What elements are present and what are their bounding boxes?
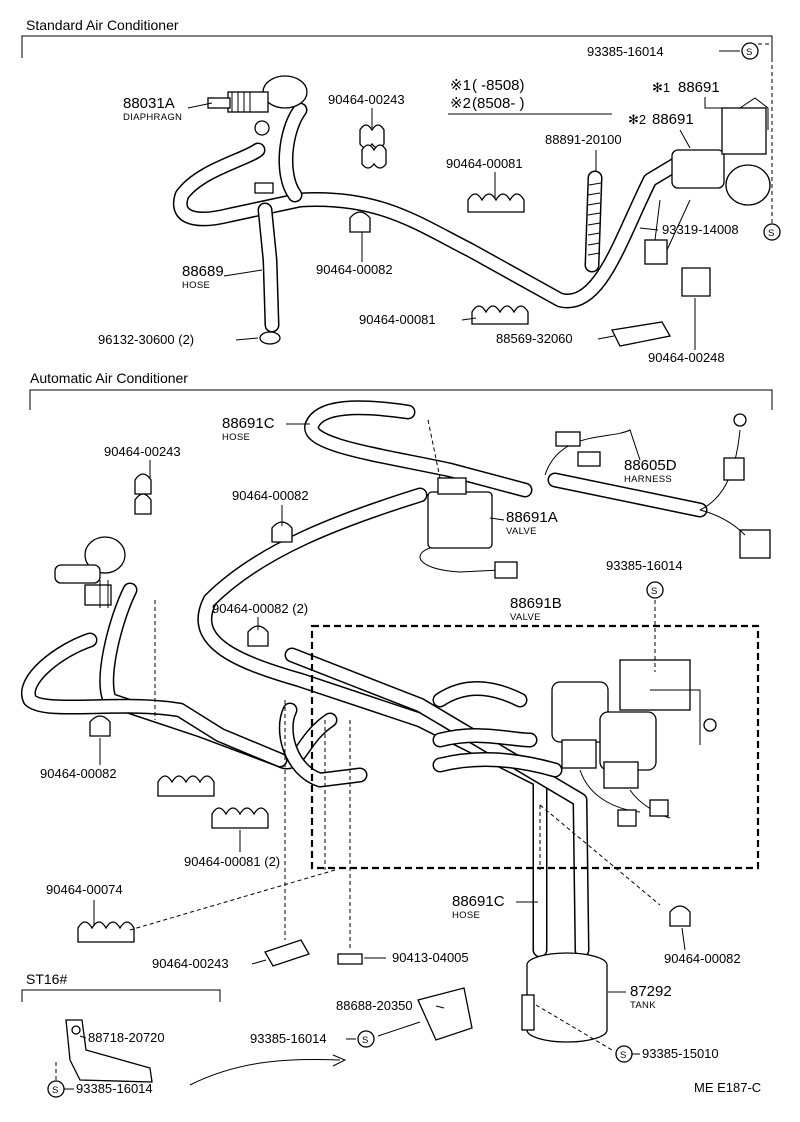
label-93319-14008: 93319-14008 xyxy=(662,222,739,237)
label-90464-00082-2: 90464-00082 (2) xyxy=(212,601,308,616)
label-93385-15010: 93385-15010 xyxy=(642,1046,719,1061)
label-96132-30600: 96132-30600 (2) xyxy=(98,332,194,347)
standard-valve-assembly xyxy=(644,97,771,265)
label-93385-16014-auto-b: 93385-16014 xyxy=(250,1031,327,1046)
label-88691-star2: 88691 xyxy=(652,111,694,128)
label-88031a: 88031A xyxy=(123,95,175,112)
s-mark-5-text: S xyxy=(620,1050,627,1061)
label-87292: 87292 xyxy=(630,983,672,1000)
s-mark-2 xyxy=(763,223,781,241)
label-90464-00081-std-a: 90464-00081 xyxy=(446,156,523,171)
label-88569-32060: 88569-32060 xyxy=(496,331,573,346)
label-90464-00082-auto-b: 90464-00082 xyxy=(40,766,117,781)
s-mark-1 xyxy=(741,42,759,60)
label-88605d-sub: HARNESS xyxy=(624,474,672,485)
note-2-mark: ※2 xyxy=(450,95,471,112)
figure-code: ME E187-C xyxy=(694,1080,761,1095)
label-88689-sub: HOSE xyxy=(182,280,210,291)
automatic-hoses xyxy=(21,400,747,958)
label-88691-star1: 88691 xyxy=(678,79,720,96)
label-88691a: 88691A xyxy=(506,509,558,526)
note-1-text: ( -8508) xyxy=(472,77,525,94)
label-88688-20350: 88688-20350 xyxy=(336,998,413,1013)
label-88718-20720: 88718-20720 xyxy=(88,1030,165,1045)
star-1: ✻1 xyxy=(652,80,670,95)
label-93385-16014-std: 93385-16014 xyxy=(587,44,664,59)
label-93385-16014-auto: 93385-16014 xyxy=(606,558,683,573)
label-88691c-bot: 88691C xyxy=(452,893,505,910)
label-90464-00081-2: 90464-00081 (2) xyxy=(184,854,280,869)
label-90464-00243-auto-b: 90464-00243 xyxy=(152,956,229,971)
label-90464-00243-std: 90464-00243 xyxy=(328,92,405,107)
s-mark-4 xyxy=(357,1030,375,1048)
label-90464-00082-auto-a: 90464-00082 xyxy=(232,488,309,503)
standard-section-title: Standard Air Conditioner xyxy=(26,17,179,33)
st16-section-title: ST16# xyxy=(26,971,67,987)
standard-hoses xyxy=(172,102,688,333)
automatic-labels: 88691C HOSE 90464-00243 88605D HARNESS 9… xyxy=(40,415,741,1063)
standard-labels: 93385-16014 S ※1 ( -8508) ※2 (8508- ) ✻1… xyxy=(98,42,781,365)
automatic-section-frame: Automatic Air Conditioner xyxy=(29,370,773,410)
star-2: ✻2 xyxy=(628,112,646,127)
label-90464-00081-std-b: 90464-00081 xyxy=(359,312,436,327)
note-1-mark: ※1 xyxy=(450,77,471,94)
label-88689: 88689 xyxy=(182,263,224,280)
s-mark-4-text: S xyxy=(362,1035,369,1046)
label-87292-sub: TANK xyxy=(630,1000,656,1011)
s-mark-6-text: S xyxy=(52,1085,59,1096)
label-90464-00243-auto: 90464-00243 xyxy=(104,444,181,459)
st16-labels: 88718-20720 S 93385-16014 xyxy=(47,1030,165,1098)
standard-clips xyxy=(254,124,711,347)
s-mark-2-text: S xyxy=(768,228,775,239)
label-90464-00082-std: 90464-00082 xyxy=(316,262,393,277)
label-88031a-sub: DIAPHRAGN xyxy=(123,112,182,123)
diaphragm-part xyxy=(207,75,308,136)
auto-harness-connectors xyxy=(555,431,771,559)
auto-diaphragm xyxy=(54,536,126,608)
label-90464-00082-auto-c: 90464-00082 xyxy=(664,951,741,966)
s-mark-1-text: S xyxy=(746,47,753,58)
label-88691c-top: 88691C xyxy=(222,415,275,432)
st16-bracket xyxy=(65,1019,347,1086)
label-90413-04005: 90413-04005 xyxy=(392,950,469,965)
st16-section-frame: ST16# xyxy=(21,971,221,1002)
label-88691b: 88691B xyxy=(510,595,562,612)
label-88891-20100: 88891-20100 xyxy=(545,132,622,147)
label-88691c-top-sub: HOSE xyxy=(222,432,250,443)
label-88605d: 88605D xyxy=(624,457,677,474)
s-mark-3-text: S xyxy=(651,586,658,597)
label-88691b-sub: VALVE xyxy=(510,612,541,623)
label-93385-16014-st16: 93385-16014 xyxy=(76,1081,153,1096)
s-mark-3 xyxy=(646,581,664,599)
label-88691c-bot-sub: HOSE xyxy=(452,910,480,921)
automatic-section-title: Automatic Air Conditioner xyxy=(30,370,188,386)
label-88691a-sub: VALVE xyxy=(506,526,537,537)
label-90464-00074: 90464-00074 xyxy=(46,882,123,897)
auto-valve-88691a xyxy=(419,477,518,579)
label-90464-00248: 90464-00248 xyxy=(648,350,725,365)
auto-leader-lines xyxy=(129,419,661,1051)
auto-tank xyxy=(521,952,608,1043)
auto-clips xyxy=(77,473,691,1041)
note-2-text: (8508- ) xyxy=(472,95,525,112)
